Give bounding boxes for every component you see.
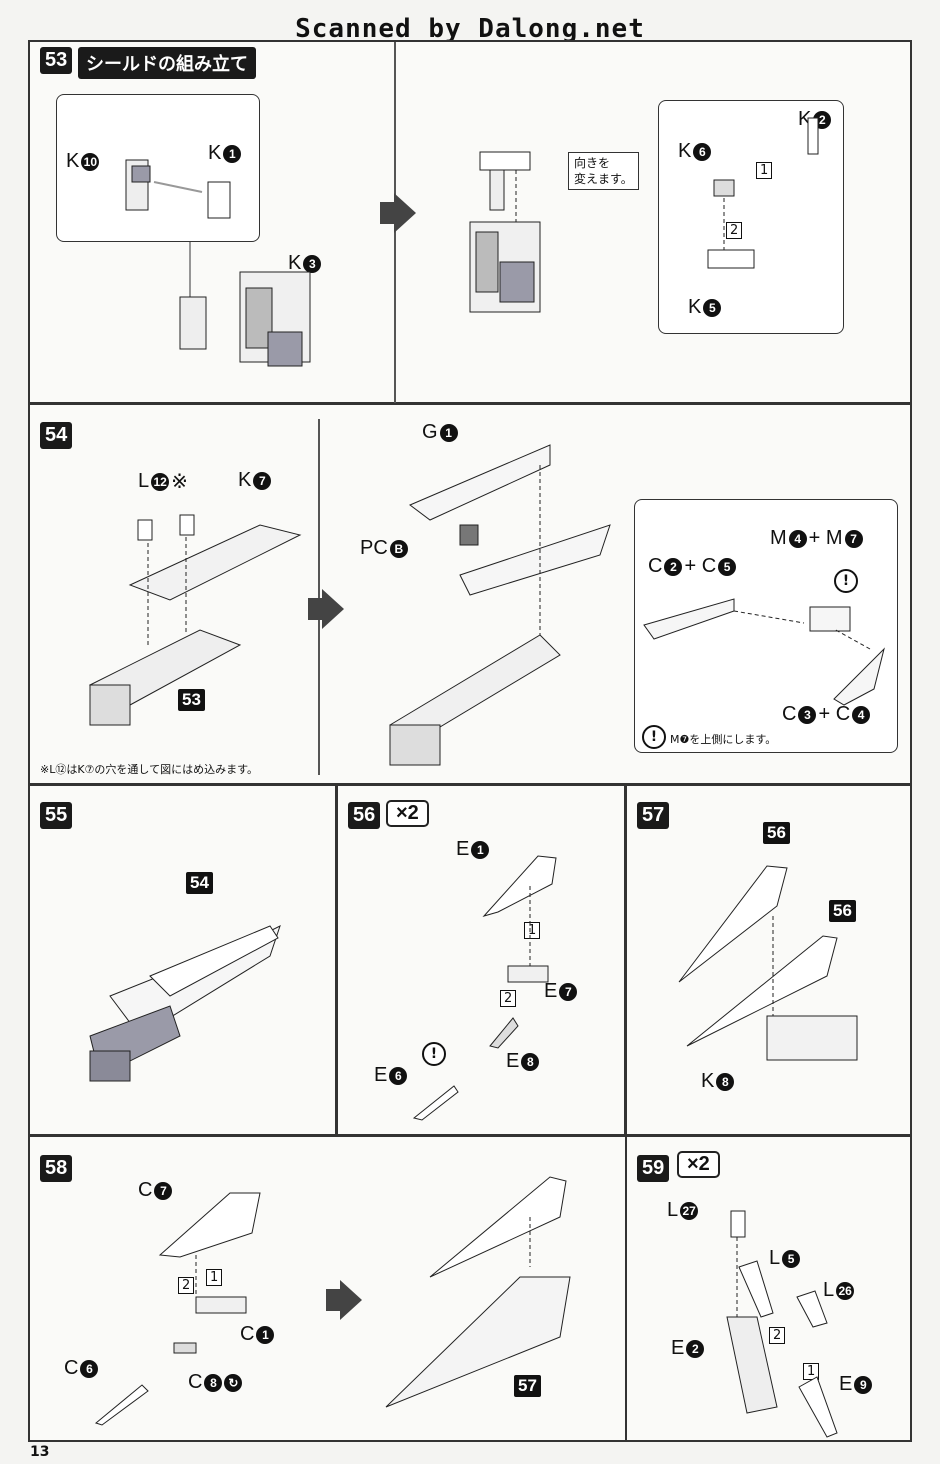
substep-59-1: 1 xyxy=(803,1363,820,1380)
step-54-mid-parts xyxy=(389,444,611,766)
step-55-parts xyxy=(89,925,281,1082)
step-54-inset-parts xyxy=(643,598,885,706)
ref-53: 53 xyxy=(178,689,205,711)
step-55-panel: 55 54 xyxy=(28,784,337,1136)
step-57-parts xyxy=(678,865,858,1061)
step-58-arrow xyxy=(340,1280,362,1320)
step-53-mid-parts xyxy=(469,151,541,313)
step-56-multiplier: ×2 xyxy=(386,800,429,827)
step-53-title: シールドの組み立て xyxy=(78,47,256,79)
step-53-arrow xyxy=(394,193,416,233)
step-58-right-parts xyxy=(385,1176,571,1408)
substep-1: 1 xyxy=(756,162,773,179)
substep-58-1: 1 xyxy=(206,1269,223,1286)
ref-57: 57 xyxy=(514,1375,541,1397)
step-54-divider xyxy=(318,419,320,775)
step-54-number: 54 xyxy=(40,422,73,449)
step-56-parts xyxy=(412,855,557,1121)
step-54-arrow xyxy=(322,589,344,629)
step-58-left-parts xyxy=(94,1192,261,1426)
step-53-right-parts xyxy=(707,117,819,269)
substep-56-2: 2 xyxy=(500,990,517,1007)
step-59-parts xyxy=(726,1210,838,1438)
ref-54: 54 xyxy=(186,872,213,894)
step-56-number: 56 xyxy=(348,802,381,829)
step-57-number: 57 xyxy=(637,802,670,829)
step-58-arrow-stem xyxy=(326,1289,340,1311)
step-58-number: 58 xyxy=(40,1155,73,1182)
step-53-number: 53 xyxy=(40,47,73,74)
step-53-arrow-stem xyxy=(380,202,394,224)
step-53-callout: 向きを 変えます。 xyxy=(568,152,639,191)
step-59-number: 59 xyxy=(637,1155,670,1182)
step-53-left-parts xyxy=(125,159,311,367)
ref-56-b: 56 xyxy=(829,900,856,922)
rotate-icon: ↻ xyxy=(224,1373,243,1392)
step-54-footnote: ※L⑫はK⑦の穴を通して図にはめ込みます。 xyxy=(40,763,258,776)
substep-56-1: 1 xyxy=(524,922,541,939)
ref-56-a: 56 xyxy=(763,822,790,844)
page-number: 13 xyxy=(30,1444,50,1460)
step-54-inset-note: M❼を上側にします。 xyxy=(670,733,777,746)
substep-58-2: 2 xyxy=(178,1277,195,1294)
caution-icon: ! xyxy=(834,569,858,593)
caution-note-icon: ! xyxy=(642,725,666,749)
caution-icon-56: ! xyxy=(422,1042,446,1066)
step-54-left-parts xyxy=(88,514,302,726)
step-54-arrow-stem xyxy=(308,598,322,620)
step-55-number: 55 xyxy=(40,802,73,829)
step-59-multiplier: ×2 xyxy=(677,1151,720,1178)
substep-59-2: 2 xyxy=(769,1327,786,1344)
scan-credit: Scanned by Dalong.net xyxy=(295,14,645,44)
substep-2: 2 xyxy=(726,222,743,239)
